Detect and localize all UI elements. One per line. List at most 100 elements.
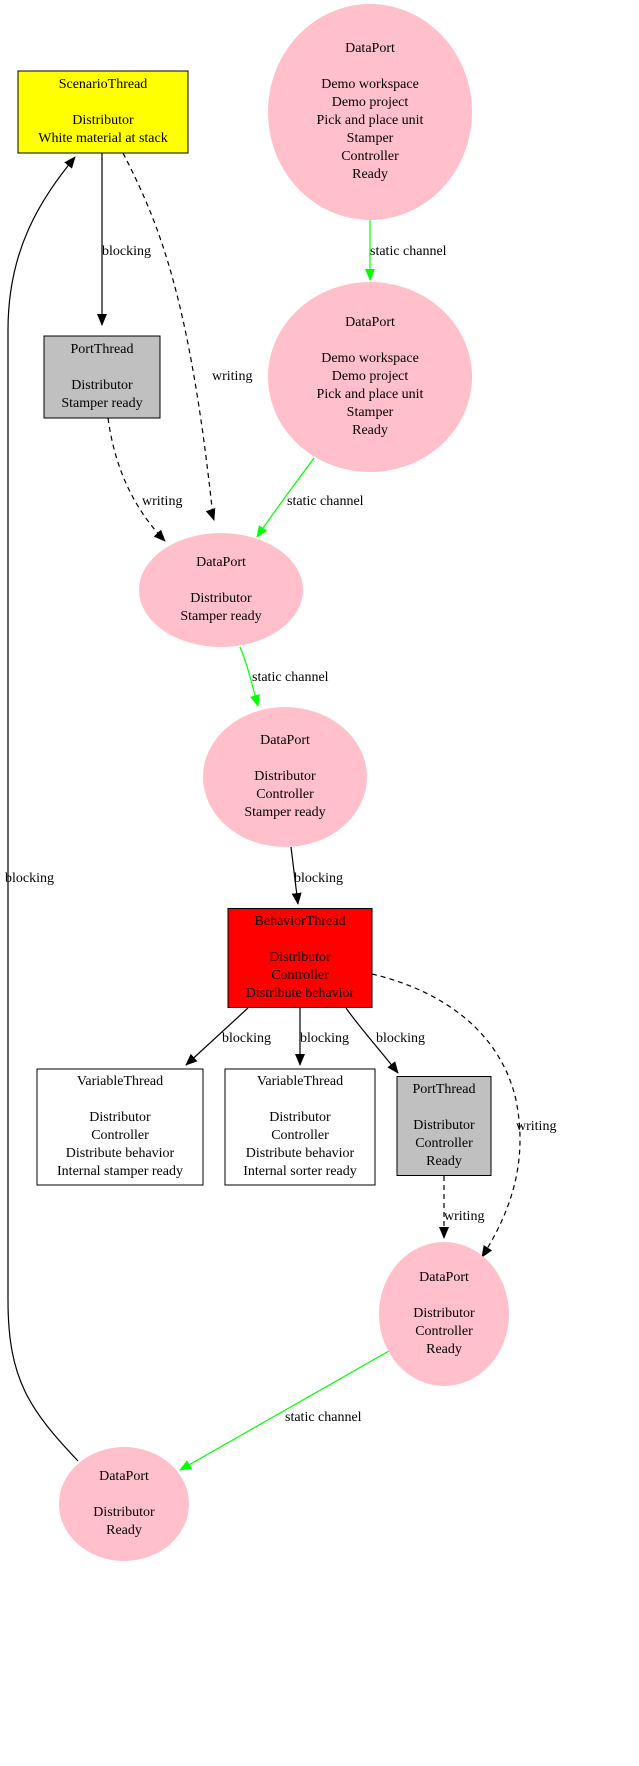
node-type-label: DataPort [260, 733, 310, 748]
edge-line [239, 646, 260, 707]
node-type-label: ScenarioThread [59, 77, 148, 92]
edge-dp_ctrl_stamper-to-behavior: blocking [290, 846, 343, 905]
edge-label: blocking [294, 871, 343, 886]
node-detail-line: Controller [415, 1324, 473, 1339]
edge-dp_ctrl_ready-to-dp_ready: static channel [179, 1350, 390, 1471]
node-type-label: BehaviorThread [255, 914, 346, 929]
edge-dp_pick_stamper-to-dp_stamper_ready: static channel [256, 457, 364, 538]
node-detail-line: Stamper ready [180, 609, 261, 624]
edge-behavior-to-var2: blocking [295, 1008, 349, 1066]
node-var1: VariableThreadDistributorControllerDistr… [36, 1068, 204, 1186]
edge-port_ctrl-to-dp_ctrl_ready: writing [439, 1176, 484, 1239]
node-detail-line: Distributor [190, 591, 252, 606]
edge-scenario-to-port_stamper: blocking [97, 153, 151, 326]
node-ellipse [59, 1447, 189, 1561]
node-detail-line: White material at stack [38, 131, 167, 146]
node-detail-line: Distributor [93, 1505, 155, 1520]
node-detail-line: Controller [91, 1128, 149, 1143]
node-detail-line: Demo project [332, 369, 409, 384]
edge-behavior-to-var1: blocking [185, 1007, 271, 1066]
node-type-label: DataPort [345, 41, 395, 56]
node-ellipse [139, 533, 303, 647]
node-ellipse [268, 282, 472, 472]
node-type-label: PortThread [71, 342, 134, 357]
node-detail-line: Distributor [413, 1118, 475, 1133]
node-detail-line: Ready [426, 1342, 462, 1357]
edge-dp_stamper_ready-to-dp_ctrl_stamper: static channel [239, 646, 329, 707]
node-detail-line: Ready [106, 1523, 142, 1538]
node-detail-line: Distributor [72, 113, 134, 128]
edges-layer: blocking writing static channel writing stat… [5, 152, 556, 1471]
node-ellipse [203, 707, 367, 847]
node-ellipse [379, 1242, 509, 1386]
edge-label: static channel [252, 670, 329, 685]
edge-dp_ready-to-scenario: blocking [5, 156, 79, 1462]
edge-label: static channel [285, 1410, 362, 1425]
node-detail-line: Demo project [332, 95, 409, 110]
node-detail-line: Distributor [269, 950, 331, 965]
node-detail-line: Distributor [89, 1110, 151, 1125]
node-detail-line: Controller [341, 149, 399, 164]
edge-label: writing [142, 494, 182, 509]
node-detail-line: Controller [256, 787, 314, 802]
edge-label: writing [516, 1119, 556, 1134]
node-type-label: DataPort [419, 1270, 469, 1285]
edge-label: writing [444, 1209, 484, 1224]
node-detail-line: Controller [271, 1128, 329, 1143]
node-detail-line: Distribute behavior [246, 1146, 355, 1161]
node-var2: VariableThreadDistributorControllerDistr… [224, 1068, 376, 1186]
node-type-label: VariableThread [77, 1074, 163, 1089]
node-detail-line: Stamper ready [244, 805, 325, 820]
node-box [36, 1068, 204, 1186]
node-box [224, 1068, 376, 1186]
node-detail-line: Distributor [269, 1110, 331, 1125]
node-detail-line: Demo workspace [321, 77, 419, 92]
edge-label: blocking [102, 244, 151, 259]
edge-label: blocking [5, 871, 54, 886]
edge-behavior-to-dp_ctrl_ready: writing [371, 973, 556, 1258]
node-detail-line: Controller [415, 1136, 473, 1151]
edge-label: writing [212, 369, 252, 384]
node-detail-line: Distributor [71, 378, 133, 393]
edge-line [345, 1007, 399, 1074]
node-box [43, 335, 161, 419]
edge-label: static channel [287, 494, 364, 509]
node-detail-line: Distributor [413, 1306, 475, 1321]
node-type-label: DataPort [345, 315, 395, 330]
node-detail-line: Distributor [254, 769, 316, 784]
edge-line [185, 1007, 249, 1066]
node-box [17, 70, 189, 154]
node-ellipse [268, 4, 472, 220]
node-box [396, 1076, 492, 1176]
edge-port_stamper-to-dp_stamper_ready: writing [107, 417, 182, 542]
edge-line [290, 846, 302, 905]
node-box [227, 908, 373, 1008]
edge-label: blocking [376, 1031, 425, 1046]
edge-dp_pick_ctrl-to-dp_pick_stamper: static channel [365, 220, 447, 281]
edge-scenario-to-dp_stamper_ready: writing [122, 152, 252, 521]
edge-line [256, 457, 315, 538]
edge-line [179, 1350, 390, 1471]
node-type-label: DataPort [99, 1469, 149, 1484]
node-detail-line: Controller [271, 968, 329, 983]
node-detail-line: Ready [352, 423, 388, 438]
node-detail-line: Pick and place unit [317, 113, 424, 128]
edge-label: static channel [370, 244, 447, 259]
node-detail-line: Ready [426, 1154, 462, 1169]
node-detail-line: Pick and place unit [317, 387, 424, 402]
node-detail-line: Stamper [347, 131, 394, 146]
edge-line [122, 152, 216, 521]
node-detail-line: Ready [352, 167, 388, 182]
edge-label: blocking [300, 1031, 349, 1046]
node-detail-line: Demo workspace [321, 351, 419, 366]
